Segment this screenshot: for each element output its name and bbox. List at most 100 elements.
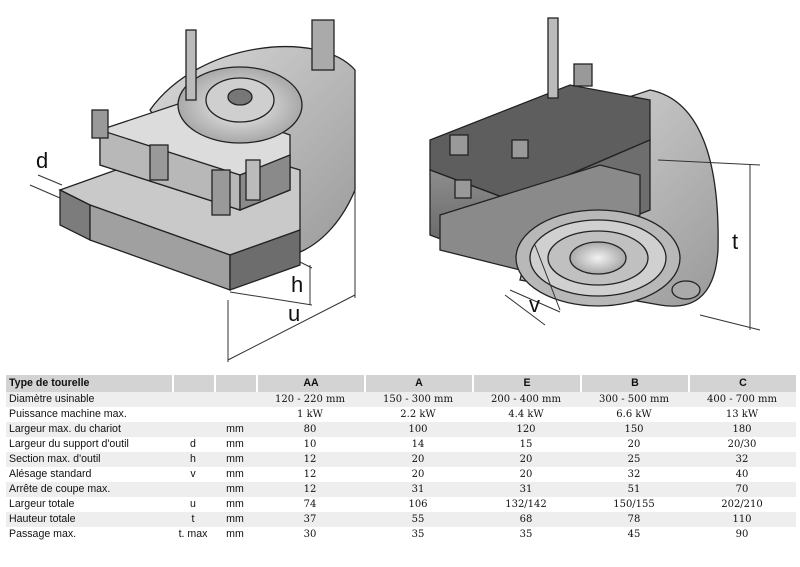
cell-c: 90 <box>688 527 796 542</box>
table-row: Largeur totale u mm 74 106 132/142 150/1… <box>6 497 796 512</box>
cell-b: 300 - 500 mm <box>580 392 688 407</box>
dimension-label-h: h <box>291 272 303 297</box>
cell-aa: 1 kW <box>256 407 364 422</box>
cell-b: 45 <box>580 527 688 542</box>
row-unit: mm <box>214 422 256 437</box>
row-param: Arrête de coupe max. <box>6 482 172 497</box>
row-param: Hauteur totale <box>6 512 172 527</box>
cell-a: 106 <box>364 497 472 512</box>
cell-e: 20 <box>472 467 580 482</box>
row-unit: mm <box>214 482 256 497</box>
table-row: Puissance machine max. 1 kW 2.2 kW 4.4 k… <box>6 407 796 422</box>
row-symbol <box>172 482 214 497</box>
cell-c: 202/210 <box>688 497 796 512</box>
cell-aa: 120 - 220 mm <box>256 392 364 407</box>
row-unit: mm <box>214 437 256 452</box>
cell-aa: 37 <box>256 512 364 527</box>
row-param: Puissance machine max. <box>6 407 172 422</box>
header-symbol <box>172 375 214 392</box>
dimension-label-t: t <box>732 229 738 254</box>
row-param: Passage max. <box>6 527 172 542</box>
row-symbol: d <box>172 437 214 452</box>
cell-aa: 80 <box>256 422 364 437</box>
cell-c: 40 <box>688 467 796 482</box>
header-a: A <box>364 375 472 392</box>
row-symbol <box>172 422 214 437</box>
row-unit: mm <box>214 512 256 527</box>
header-unit <box>214 375 256 392</box>
cell-aa: 74 <box>256 497 364 512</box>
cell-aa: 12 <box>256 467 364 482</box>
cell-c: 110 <box>688 512 796 527</box>
cell-c: 70 <box>688 482 796 497</box>
spec-table-header: Type de tourelle AA A E B C <box>6 375 796 392</box>
row-symbol: h <box>172 452 214 467</box>
dimension-label-d: d <box>36 148 48 173</box>
cell-e: 68 <box>472 512 580 527</box>
cell-a: 55 <box>364 512 472 527</box>
cell-c: 32 <box>688 452 796 467</box>
cell-b: 51 <box>580 482 688 497</box>
cell-a: 150 - 300 mm <box>364 392 472 407</box>
cell-a: 31 <box>364 482 472 497</box>
cell-a: 20 <box>364 467 472 482</box>
cell-b: 32 <box>580 467 688 482</box>
row-param: Section max. d'outil <box>6 452 172 467</box>
row-param: Largeur totale <box>6 497 172 512</box>
cell-e: 132/142 <box>472 497 580 512</box>
header-e: E <box>472 375 580 392</box>
table-row: Section max. d'outil h mm 12 20 20 25 32 <box>6 452 796 467</box>
table-row: Largeur du support d'outil d mm 10 14 15… <box>6 437 796 452</box>
row-param: Diamètre usinable <box>6 392 172 407</box>
dimension-label-u: u <box>288 301 300 326</box>
left-tool-post-drawing <box>29 19 356 362</box>
row-unit <box>214 392 256 407</box>
row-unit: mm <box>214 527 256 542</box>
cell-b: 150 <box>580 422 688 437</box>
table-row: Passage max. t. max mm 30 35 35 45 90 <box>6 527 796 542</box>
cell-a: 20 <box>364 452 472 467</box>
cell-a: 14 <box>364 437 472 452</box>
cell-e: 120 <box>472 422 580 437</box>
row-symbol: u <box>172 497 214 512</box>
cell-aa: 30 <box>256 527 364 542</box>
row-symbol <box>172 407 214 422</box>
cell-c: 180 <box>688 422 796 437</box>
cell-aa: 10 <box>256 437 364 452</box>
cell-a: 2.2 kW <box>364 407 472 422</box>
cell-e: 31 <box>472 482 580 497</box>
table-row: Arrête de coupe max. mm 12 31 31 51 70 <box>6 482 796 497</box>
row-unit: mm <box>214 497 256 512</box>
cell-e: 15 <box>472 437 580 452</box>
cell-e: 20 <box>472 452 580 467</box>
row-param: Alésage standard <box>6 467 172 482</box>
header-type: Type de tourelle <box>6 375 172 392</box>
cell-aa: 12 <box>256 482 364 497</box>
row-symbol <box>172 392 214 407</box>
cell-e: 200 - 400 mm <box>472 392 580 407</box>
cell-a: 35 <box>364 527 472 542</box>
cell-b: 25 <box>580 452 688 467</box>
row-unit <box>214 407 256 422</box>
cell-b: 20 <box>580 437 688 452</box>
row-symbol: t. max <box>172 527 214 542</box>
row-symbol: v <box>172 467 214 482</box>
cell-aa: 12 <box>256 452 364 467</box>
cell-a: 100 <box>364 422 472 437</box>
header-aa: AA <box>256 375 364 392</box>
header-b: B <box>580 375 688 392</box>
table-row: Largeur max. du chariot mm 80 100 120 15… <box>6 422 796 437</box>
cell-e: 35 <box>472 527 580 542</box>
row-param: Largeur max. du chariot <box>6 422 172 437</box>
cell-b: 150/155 <box>580 497 688 512</box>
table-row: Hauteur totale t mm 37 55 68 78 110 <box>6 512 796 527</box>
cell-e: 4.4 kW <box>472 407 580 422</box>
cell-c: 20/30 <box>688 437 796 452</box>
row-symbol: t <box>172 512 214 527</box>
row-unit: mm <box>214 467 256 482</box>
cell-b: 78 <box>580 512 688 527</box>
cell-b: 6.6 kW <box>580 407 688 422</box>
cell-c: 13 kW <box>688 407 796 422</box>
tool-post-illustration: d h u t v <box>29 17 761 362</box>
row-unit: mm <box>214 452 256 467</box>
